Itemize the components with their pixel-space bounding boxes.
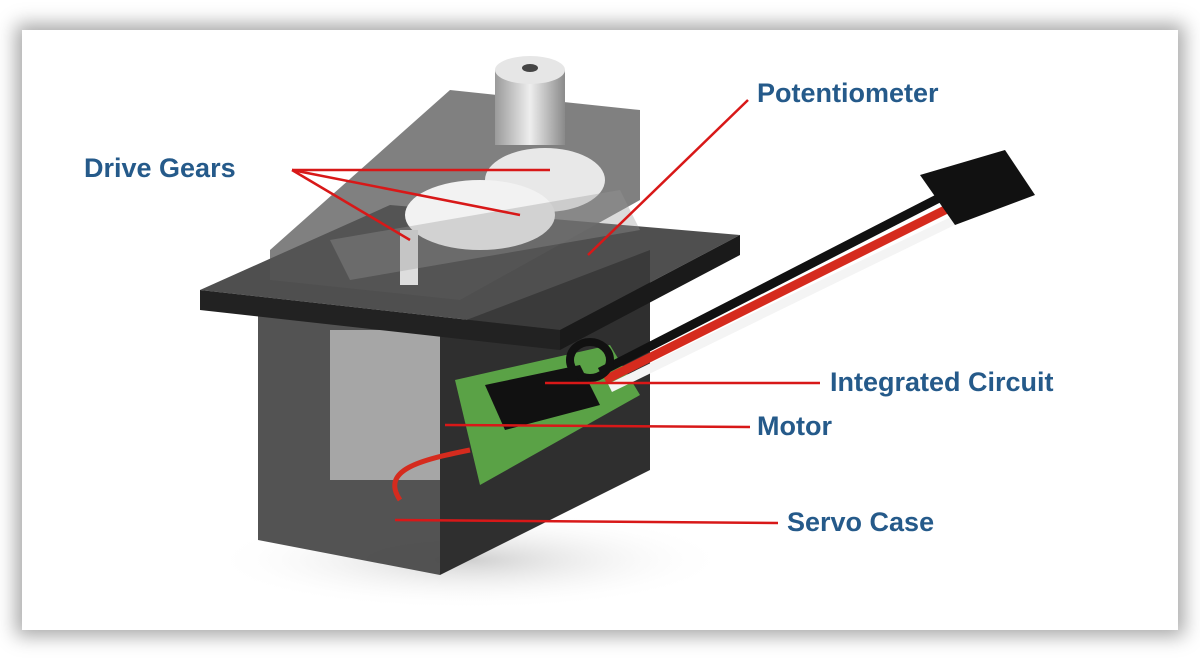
leader-drive-gears-3 [291, 168, 411, 242]
label-motor: Motor [757, 411, 832, 441]
cable-red [602, 200, 958, 385]
cable-black [597, 190, 948, 377]
ic-chip [485, 365, 600, 430]
leader-drive-gears-2 [291, 168, 521, 217]
cable-connector [920, 150, 1035, 225]
gear-middle [405, 180, 555, 250]
leader-motor [444, 423, 751, 429]
label-drive-gears: Drive Gears [84, 153, 236, 183]
potentiometer-housing [330, 190, 640, 280]
flange-edge [200, 290, 560, 350]
motor-shape [330, 330, 440, 480]
shaft-hole [522, 64, 538, 72]
cable-grommet [566, 338, 614, 382]
label-potentiometer: Potentiometer [757, 78, 939, 108]
leader-lines [291, 99, 820, 525]
label-integrated-circuit: Integrated Circuit [830, 367, 1054, 397]
leader-potentiometer [587, 99, 749, 256]
leader-servo-case [394, 518, 779, 525]
label-servo-case: Servo Case [787, 507, 935, 537]
cable-white [608, 210, 967, 393]
gear-pinion [400, 230, 418, 285]
motor-wire [392, 447, 471, 502]
flange-edge-side [560, 235, 740, 350]
